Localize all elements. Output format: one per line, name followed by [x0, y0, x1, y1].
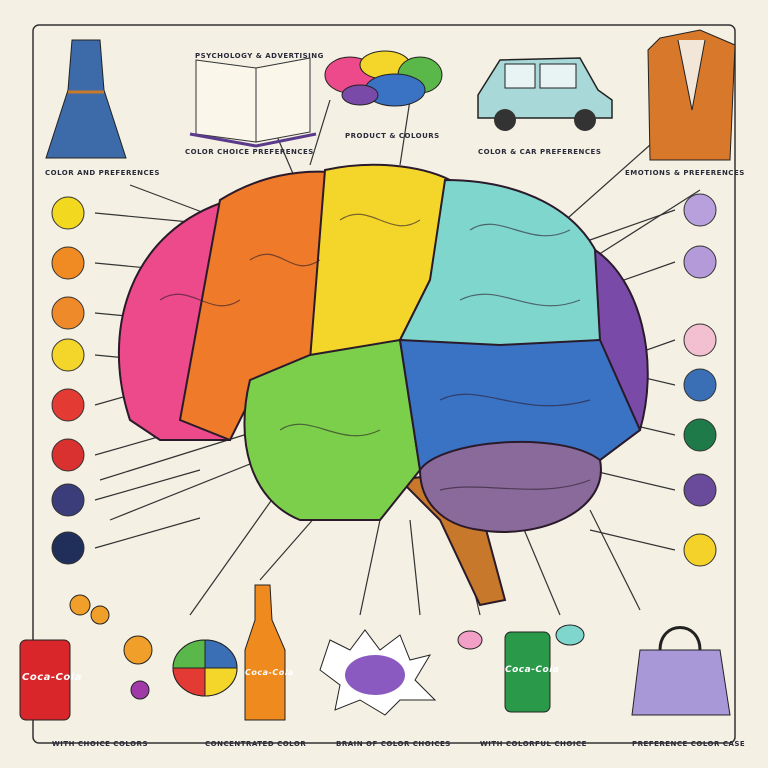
purple-splash — [319, 629, 437, 716]
label-bottom-5: PREFERENCE COLOR CASE — [632, 740, 746, 748]
label-bottom-3: BRAIN OF COLOR CHOICES — [336, 740, 451, 748]
color-swatches — [51, 193, 717, 567]
connector-line — [309, 99, 331, 166]
color-swatch — [683, 473, 717, 507]
connector-line — [109, 459, 261, 521]
soda-can-right — [457, 624, 585, 713]
connector-line — [94, 212, 201, 224]
handbag — [631, 626, 731, 716]
label-bottom-1: WITH CHOICE COLORS — [52, 740, 148, 748]
connector-line — [589, 189, 701, 261]
color-swatch — [683, 245, 717, 279]
color-swatch — [51, 246, 85, 280]
color-swatch — [51, 296, 85, 330]
label-right-mid: COLOR & CAR PREFERENCES — [478, 148, 602, 156]
dress-illustration — [45, 39, 127, 159]
orange-blobs — [69, 594, 153, 700]
brain-cerebellum — [418, 440, 602, 533]
brain — [117, 163, 649, 607]
connector-line — [94, 517, 201, 549]
can-left-logo: Coca-Cola — [22, 672, 82, 683]
connector-line — [589, 469, 676, 491]
bottle-logo: Coca-Cola — [245, 668, 294, 677]
jacket-illustration — [647, 29, 736, 161]
label-bottom-2: CONCENTRATED COLOR — [205, 740, 307, 748]
color-swatch — [683, 323, 717, 357]
connector-line — [519, 519, 561, 616]
connector-line — [409, 519, 421, 616]
connector-line — [99, 429, 261, 481]
color-swatch — [683, 368, 717, 402]
brain-green-region — [243, 338, 422, 521]
color-swatch — [51, 338, 85, 372]
color-swatch — [683, 418, 717, 452]
connector-line — [94, 469, 201, 501]
label-bottom-4: WITH COLORFUL CHOICE — [480, 740, 587, 748]
label-dress: COLOR AND PREFERENCES — [45, 169, 160, 177]
color-swatch — [683, 533, 717, 567]
small-brain-illustration — [324, 50, 443, 107]
connector-line — [589, 529, 676, 551]
label-book: PSYCHOLOGY & ADVERTISING — [195, 52, 324, 60]
color-swatch — [51, 196, 85, 230]
connector-line — [589, 509, 641, 611]
book-illustration — [189, 57, 317, 148]
connector-line — [559, 144, 651, 226]
color-swatch — [51, 388, 85, 422]
connector-line — [129, 184, 211, 216]
car-illustration — [477, 57, 613, 131]
label-jacket: EMOTIONS & PREFERENCES — [625, 169, 745, 177]
soda-can-left — [19, 639, 71, 721]
color-swatch — [683, 193, 717, 227]
frame — [32, 24, 736, 744]
label-small-brain: PRODUCT & COLOURS — [345, 132, 440, 140]
connector-line — [399, 99, 411, 166]
connector-line — [359, 519, 381, 616]
soda-bottle — [244, 584, 286, 721]
brain-folds — [159, 213, 591, 491]
can-right-logo: Coca-Cola — [505, 665, 560, 675]
color-wheel — [172, 639, 238, 697]
color-swatch — [51, 531, 85, 565]
color-swatch — [51, 483, 85, 517]
color-swatch — [51, 438, 85, 472]
label-left-mid: COLOR CHOICE PREFERENCES — [185, 148, 314, 156]
